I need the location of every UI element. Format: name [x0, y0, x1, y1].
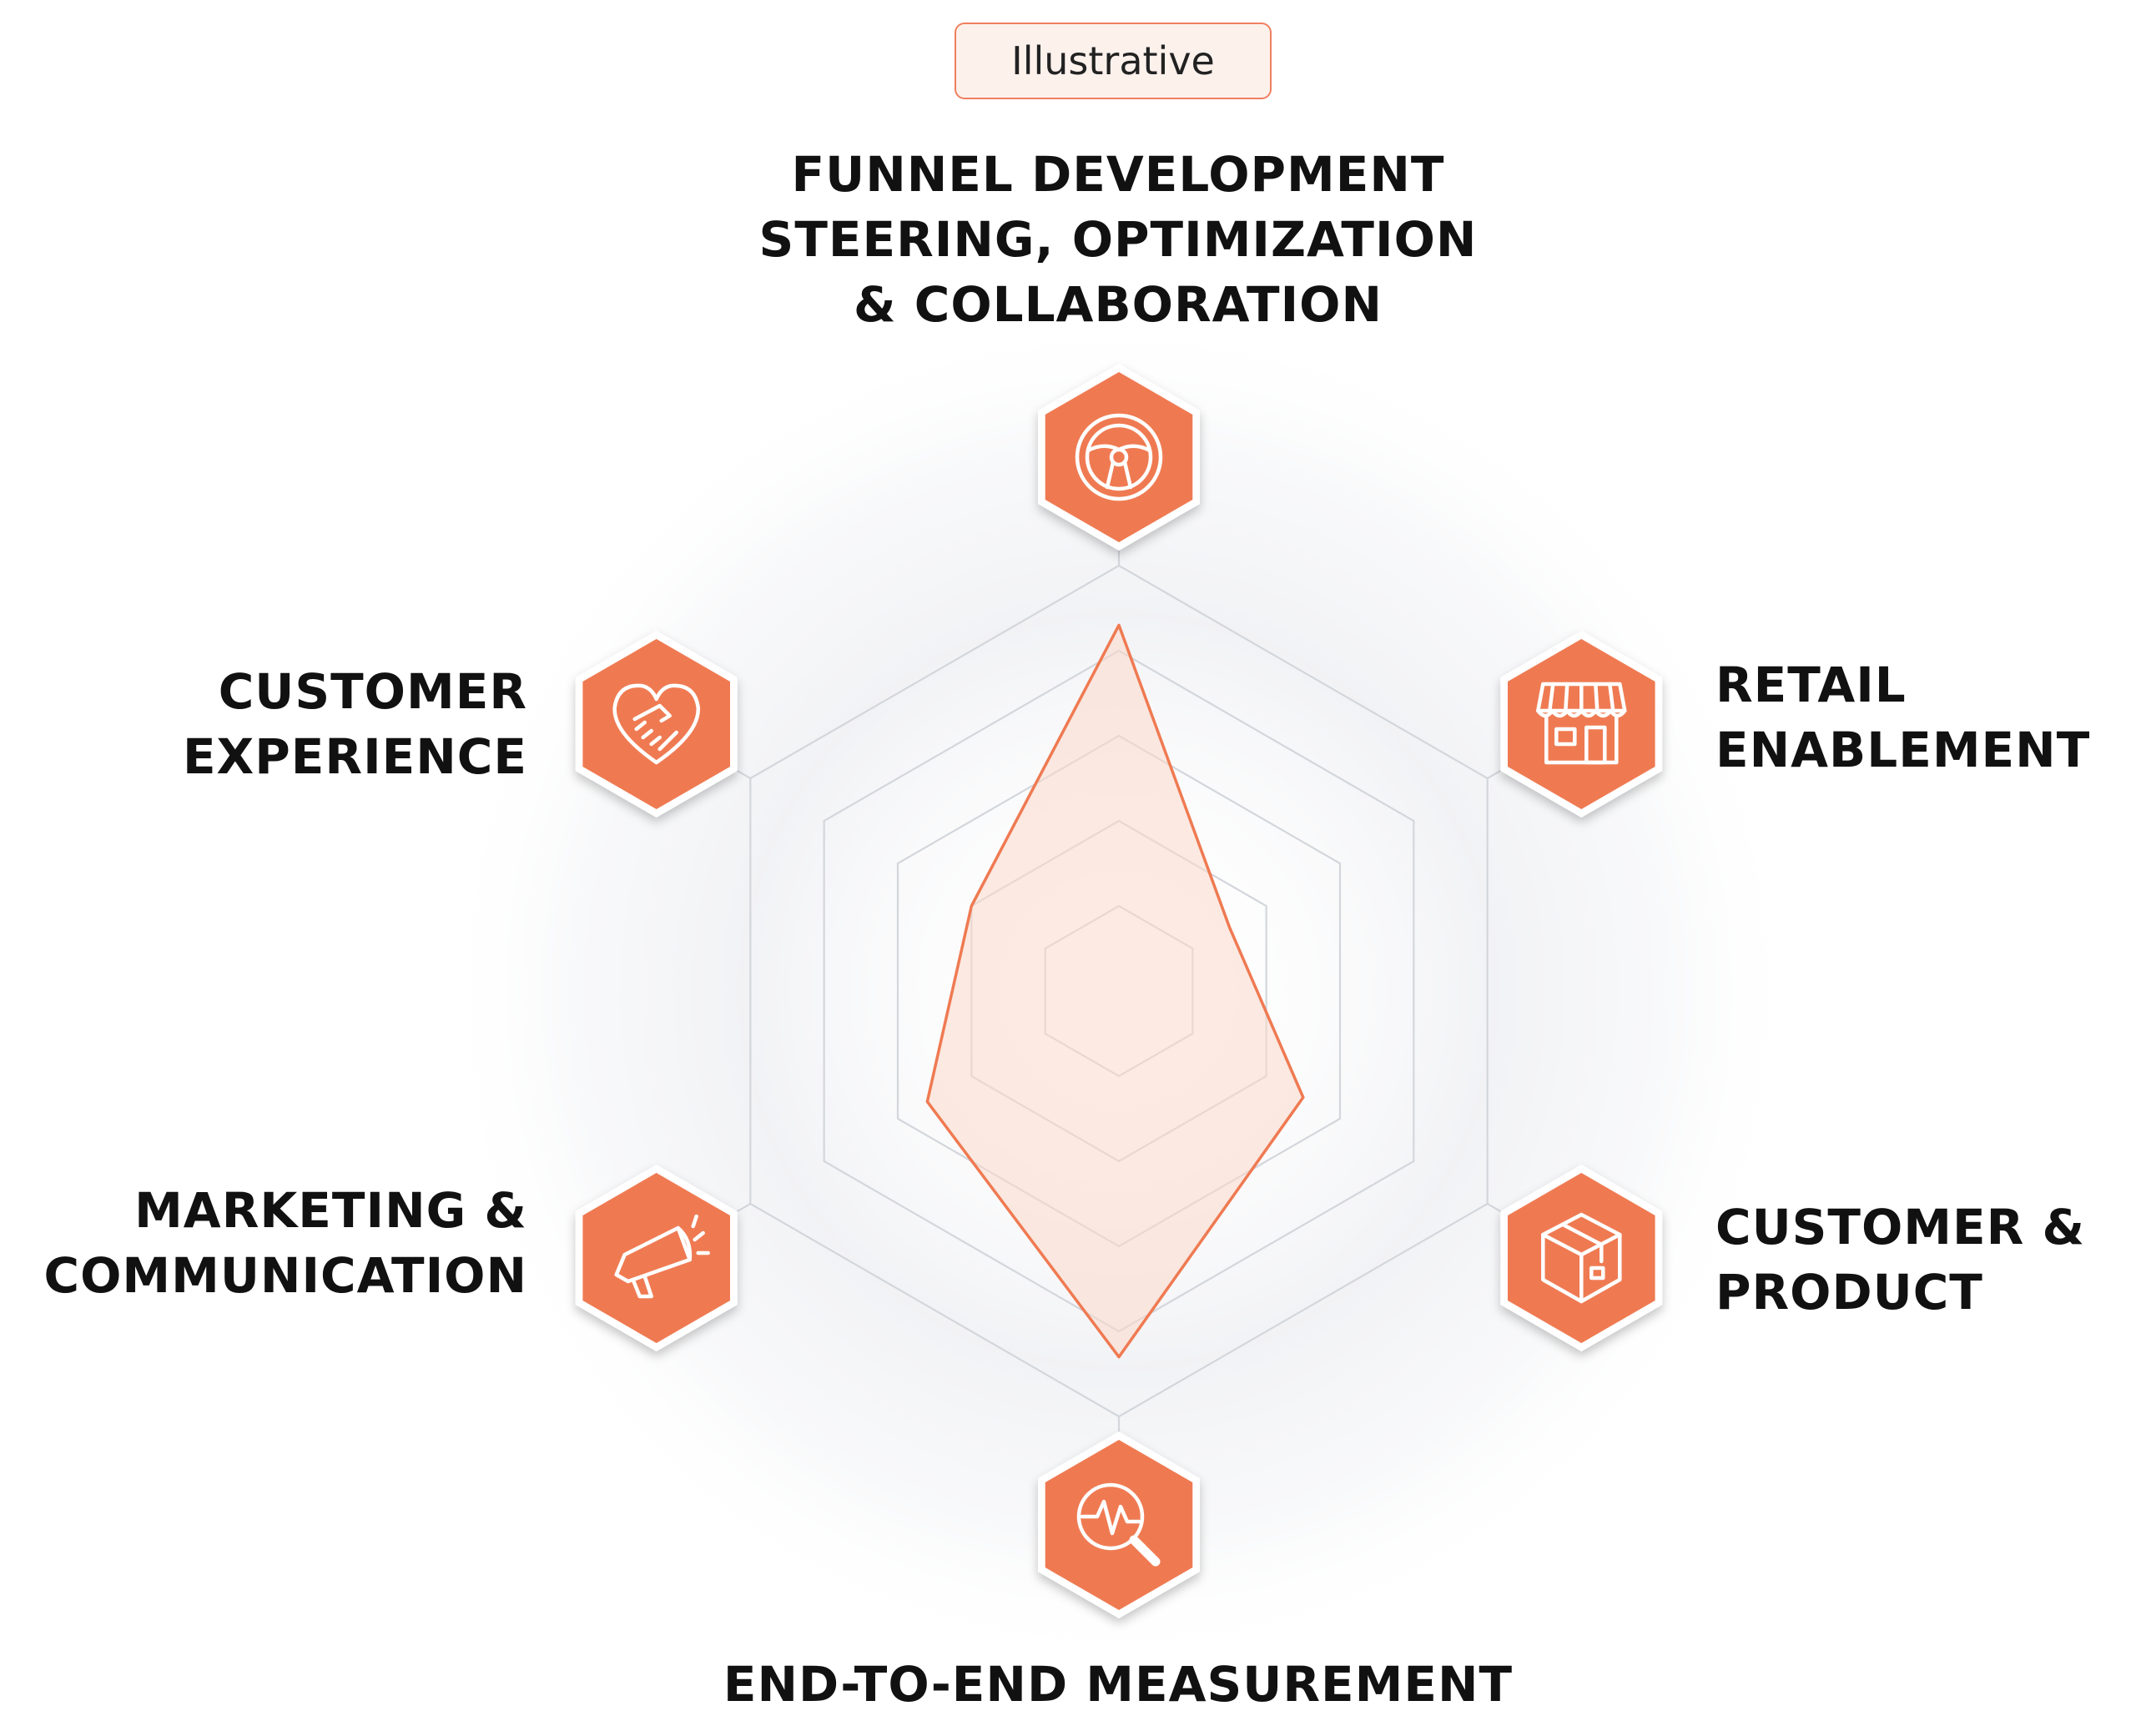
illustrative-badge: Illustrative [955, 23, 1272, 99]
axis-label-1: FUNNEL DEVELOPMENT STEERING, OPTIMIZATION… [734, 142, 1502, 337]
axis-label-4: END-TO-END MEASUREMENT [693, 1652, 1544, 1717]
axis-label-line: END-TO-END MEASUREMENT [723, 1656, 1514, 1713]
axis-label-line: COMMUNICATION [43, 1247, 527, 1304]
axis-label-3: CUSTOMER & PRODUCT [1715, 1195, 2116, 1325]
axis-label-line: EXPERIENCE [182, 728, 527, 785]
axis-label-line: RETAIL [1715, 657, 1907, 713]
axis-label-line: & COLLABORATION [854, 276, 1383, 333]
axis-hexagon-2 [1500, 631, 1663, 818]
axis-hexagon-6 [575, 631, 738, 818]
axis-hexagon-3 [1500, 1165, 1663, 1351]
heart-handshake-icon [612, 683, 700, 765]
megaphone-icon [614, 1214, 710, 1299]
axis-label-line: CUSTOMER [218, 663, 527, 720]
axis-icons [575, 364, 1663, 1618]
pulse-magnifier-icon [1076, 1482, 1161, 1567]
axis-label-2: RETAIL ENABLEMENT [1715, 652, 2116, 782]
axis-label-5: MARKETING & COMMUNICATION [17, 1178, 527, 1308]
axis-label-line: PRODUCT [1715, 1264, 1983, 1321]
axis-label-line: ENABLEMENT [1715, 722, 2091, 778]
package-box-icon [1541, 1212, 1622, 1304]
axis-label-line: CUSTOMER & [1715, 1199, 2086, 1255]
axis-label-line: STEERING, OPTIMIZATION [758, 211, 1478, 268]
axis-hexagon-5 [575, 1165, 738, 1351]
axis-label-6: CUSTOMER EXPERIENCE [17, 659, 527, 789]
axis-label-line: MARKETING & [134, 1182, 527, 1239]
steering-wheel-icon [1075, 413, 1163, 501]
axis-hexagon-4 [1038, 1432, 1200, 1618]
radar-series [925, 623, 1305, 1359]
axis-hexagon-1 [1038, 364, 1200, 551]
storefront-icon [1536, 682, 1627, 765]
axis-label-line: FUNNEL DEVELOPMENT [791, 146, 1445, 203]
